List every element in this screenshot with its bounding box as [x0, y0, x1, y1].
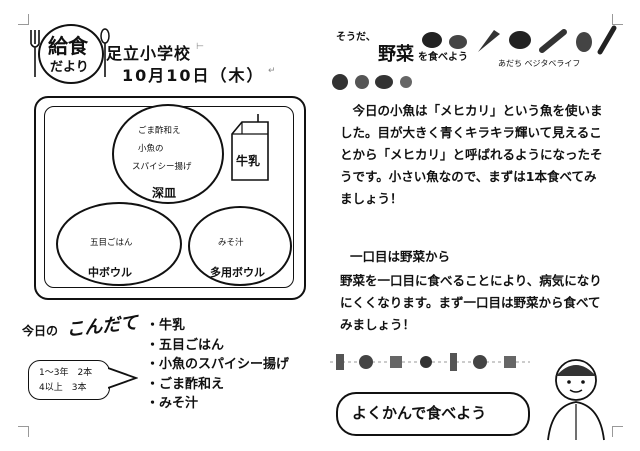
menu-item: ・小魚のスパイシー揚げ	[146, 357, 290, 372]
para2-line: 野菜を一口目に食べることにより、病気になり	[340, 273, 602, 288]
vegetables-row-icon	[330, 70, 430, 96]
person-illustration	[540, 352, 612, 446]
banner-b: 野菜	[378, 44, 414, 65]
menu-item: ・五目ごはん	[146, 337, 225, 353]
bubble-tail	[107, 366, 139, 396]
crop-mark	[18, 426, 29, 437]
bubble-line: 1〜3年 2本	[39, 368, 93, 378]
speech-bubble: 1〜3年 2本 4以上 3本	[28, 360, 110, 400]
heading-2: 一口目は野菜から	[350, 249, 451, 264]
kondate-title-b: こんだて	[65, 312, 140, 341]
menu-list: ・牛乳 ・五目ごはん ・小魚のスパイシー揚げ ・ごま酢和え ・みそ汁	[146, 316, 289, 414]
fukazara-plate	[112, 104, 224, 204]
milk-carton-icon	[228, 112, 272, 188]
lunch-tray	[34, 96, 306, 300]
bottom-sign-text: よくかんで食べよう	[352, 404, 487, 422]
fukazara-line-1: ごま酢和え	[138, 126, 181, 136]
chuboru-label: 中ボウル	[88, 266, 132, 279]
crop-mark	[18, 14, 29, 25]
tayoboru-food: みそ汁	[218, 238, 244, 248]
crop-mark	[612, 14, 623, 25]
paragraph-1: 今日の小魚は「メヒカリ」という魚を使いま した。目が大きく青くキラキラ輝いて見え…	[340, 100, 612, 210]
menu-item: ・みそ汁	[146, 396, 199, 411]
spoon-icon	[100, 28, 110, 82]
menu-item: ・ごま酢和え	[146, 376, 225, 392]
fukazara-line-3: スパイシー揚げ	[132, 162, 192, 172]
chuboru-bowl	[56, 202, 182, 286]
gyunyu-label: 牛乳	[236, 154, 261, 168]
banner-sub: あだち ベジタベライフ	[498, 59, 581, 68]
return-mark: ↵	[268, 66, 276, 76]
school-name: 足立小学校	[106, 44, 192, 63]
kondate-title-a: 今日の	[22, 324, 59, 338]
para1-line: ましょう！	[340, 191, 403, 206]
fukazara-line-2: 小魚の	[138, 144, 164, 154]
vegetables-icon	[418, 24, 618, 60]
issue-date: 10月10日（木）	[122, 66, 265, 85]
banner-a: そうだ、	[336, 32, 376, 43]
para2-line: みましょう！	[340, 317, 416, 332]
logo-line2: だより	[50, 60, 89, 75]
utensils-border	[330, 350, 530, 378]
fork-icon	[30, 30, 40, 82]
para1-line: した。目が大きく青くキラキラ輝いて見えるこ	[340, 125, 602, 140]
para1-line: 今日の小魚は「メヒカリ」という魚を使いま	[352, 103, 603, 118]
menu-item: ・牛乳	[146, 318, 186, 333]
tayoboru-label: 多用ボウル	[210, 266, 265, 279]
banner-c: を食べよう	[418, 52, 468, 63]
para1-line: うです。小さい魚なので、まずは1本食べてみ	[340, 169, 597, 184]
section-mark: ⊢	[196, 42, 204, 52]
chuboru-food: 五目ごはん	[90, 238, 133, 248]
para2-line: にくくなります。まず一口目は野菜から食べて	[340, 295, 601, 310]
para1-line: とから「メヒカリ」と呼ばれるようになったそ	[340, 147, 603, 162]
tayoboru-bowl	[188, 206, 292, 286]
bubble-line: 4以上 3本	[39, 383, 87, 393]
bottom-sign: よくかんで食べよう	[336, 392, 530, 436]
logo-line1: 給食	[48, 34, 88, 58]
fukazara-label: 深皿	[152, 186, 177, 200]
crop-mark	[612, 426, 623, 437]
logo-badge: 給食 だより	[38, 24, 104, 84]
paragraph-2: 野菜を一口目に食べることにより、病気になり にくくなります。まず一口目は野菜から…	[340, 270, 612, 336]
